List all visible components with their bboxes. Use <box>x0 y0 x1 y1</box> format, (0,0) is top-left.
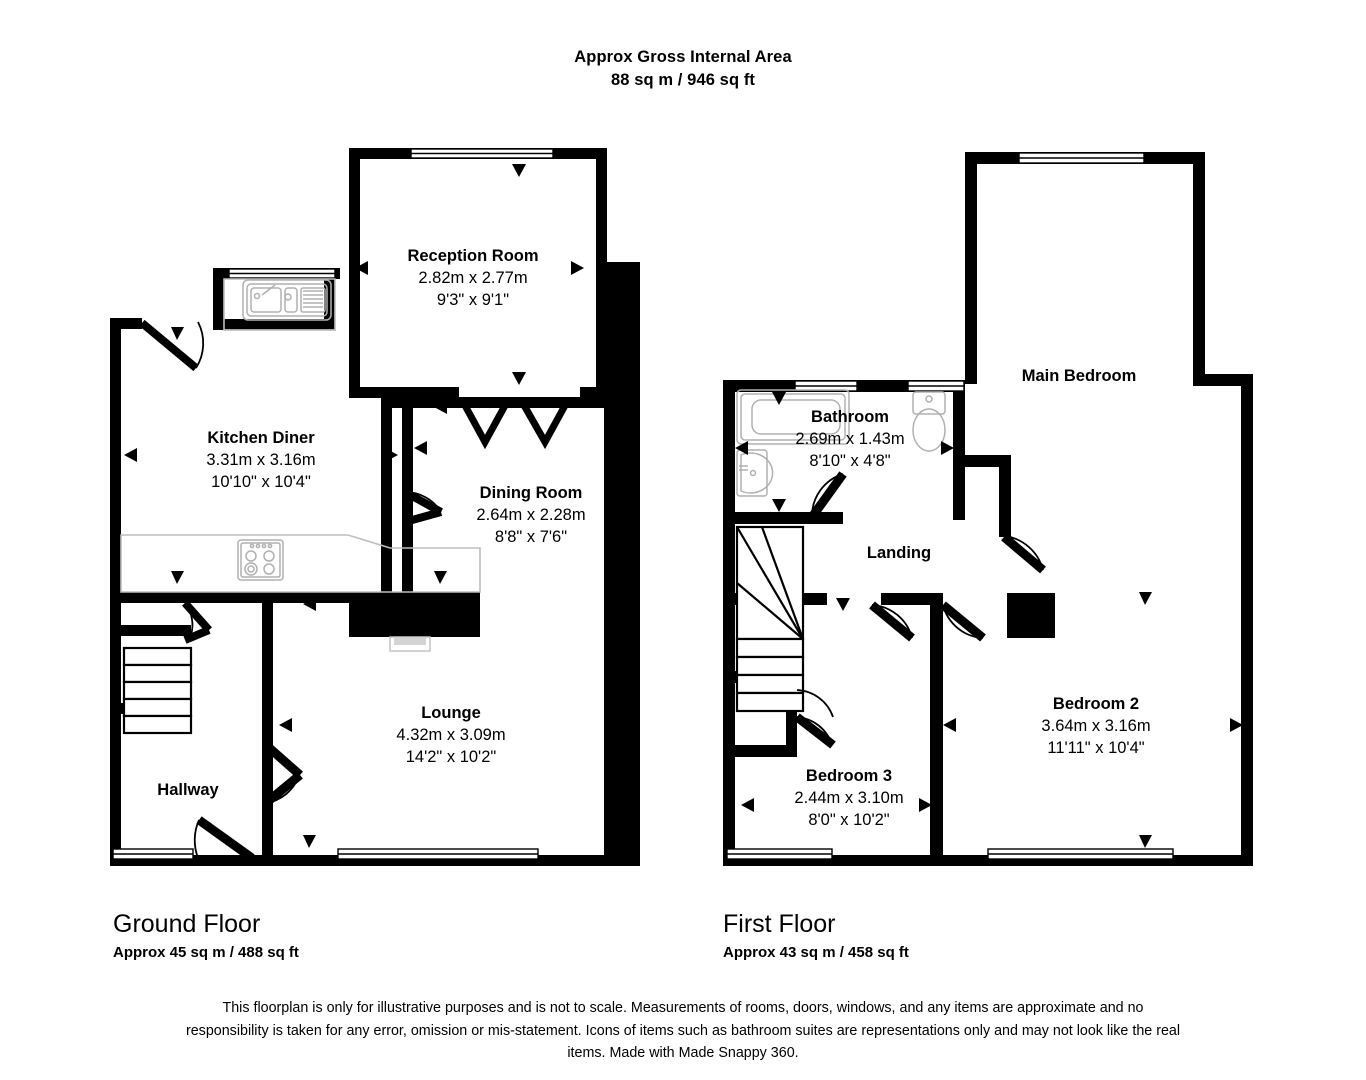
first-floor-staircase <box>735 525 805 713</box>
disclaimer-text: This floorplan is only for illustrative … <box>185 1000 1181 1061</box>
door-landing-bedroom3 <box>869 601 915 642</box>
ground-floor-caption: Ground Floor Approx 45 sq m / 488 sq ft <box>113 908 299 966</box>
first-floor-area: Approx 43 sq m / 458 sq ft <box>723 944 909 961</box>
washbasin-icon <box>736 449 774 497</box>
first-floor-walls <box>723 152 1253 866</box>
ground-floor-dimension-arrows <box>124 164 628 848</box>
lounge-hearth <box>389 636 431 652</box>
door-hallway-kitchen <box>182 600 212 644</box>
bathtub-icon <box>736 389 850 445</box>
door-bathroom <box>808 471 847 520</box>
door-kitchen-dining <box>403 488 443 526</box>
door-kitchen-external <box>139 319 205 372</box>
kitchen-units <box>120 278 481 593</box>
room-label-main-bedroom: Main Bedroom <box>1021 367 1137 385</box>
door-bifold-reception-dining <box>458 398 572 450</box>
ground-floor-staircase <box>122 646 193 735</box>
first-floor-dimension-arrows <box>735 392 1243 848</box>
kitchen-sink-icon <box>242 279 332 321</box>
ground-floor-doors <box>139 319 572 862</box>
room-label-bedroom-2: Bedroom 2 3.64m x 3.16m 11'11" x 10'4" <box>1041 695 1151 757</box>
gross-internal-area-header: Approx Gross Internal Area 88 sq m / 946… <box>0 46 1366 92</box>
door-bedroom3 <box>794 689 836 749</box>
ground-floor-plan <box>110 148 640 866</box>
first-floor-windows <box>726 152 1174 860</box>
ground-floor-windows <box>112 148 554 860</box>
room-label-bedroom-3: Bedroom 3 2.44m x 3.10m 8'0" x 10'2" <box>794 767 904 829</box>
gross-area-value: 88 sq m / 946 sq ft <box>610 71 756 89</box>
door-bedroom2 <box>940 601 986 642</box>
first-floor-plan <box>723 152 1253 866</box>
room-label-kitchen-diner: Kitchen Diner 3.31m x 3.16m 10'10" x 10'… <box>206 429 316 491</box>
door-main-bedroom <box>1001 533 1046 574</box>
room-label-lounge: Lounge 4.32m x 3.09m 14'2" x 10'2" <box>396 704 506 766</box>
gross-area-title: Approx Gross Internal Area <box>574 48 792 66</box>
ground-floor-title: Ground Floor <box>113 910 261 938</box>
first-floor-caption: First Floor Approx 43 sq m / 458 sq ft <box>723 908 909 966</box>
room-label-bathroom: Bathroom 2.69m x 1.43m 8'10" x 4'8" <box>795 408 905 470</box>
first-floor-doors <box>794 471 1046 749</box>
door-hallway-lounge <box>263 741 303 807</box>
room-label-hallway: Hallway <box>157 781 219 799</box>
first-floor-title: First Floor <box>723 910 836 938</box>
door-front-entrance <box>193 816 255 862</box>
kitchen-hob-icon <box>237 539 284 581</box>
ground-floor-area: Approx 45 sq m / 488 sq ft <box>113 944 299 961</box>
toilet-icon <box>912 391 946 452</box>
room-label-landing: Landing <box>866 544 932 562</box>
room-label-reception-room: Reception Room 2.82m x 2.77m 9'3" x 9'1" <box>407 247 539 309</box>
room-label-dining-room: Dining Room 2.64m x 2.28m 8'8" x 7'6" <box>476 484 586 546</box>
